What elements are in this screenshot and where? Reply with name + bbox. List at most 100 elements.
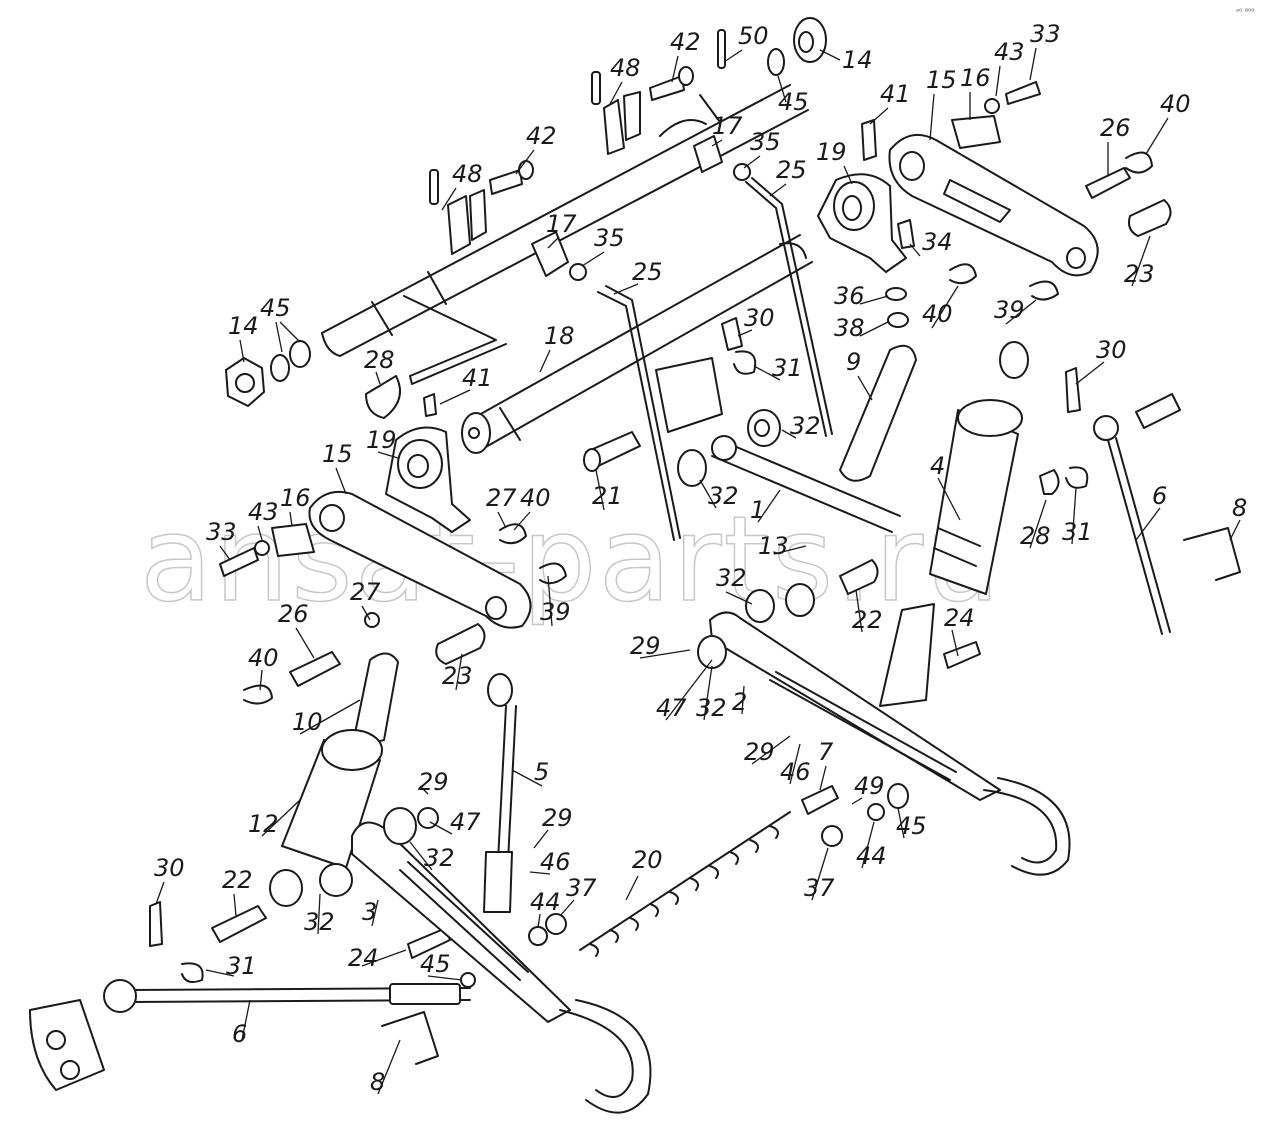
label-20: 20 bbox=[632, 846, 663, 874]
label-10: 10 bbox=[292, 708, 323, 736]
turnbuckle-5 bbox=[483, 673, 517, 913]
label-25-right: 25 bbox=[776, 156, 807, 184]
label-17-left: 17 bbox=[546, 210, 577, 238]
bracket-19-right bbox=[817, 173, 907, 273]
turnbuckle-6-right bbox=[1093, 393, 1181, 635]
label-16-left: 16 bbox=[280, 484, 311, 512]
label-43-left: 43 bbox=[248, 498, 279, 526]
washer-38 bbox=[887, 312, 909, 328]
clip-31-upper bbox=[733, 350, 757, 375]
pin-22-left bbox=[211, 905, 267, 943]
label-24-left: 24 bbox=[348, 944, 379, 972]
shaft-end-nut-14-left bbox=[225, 340, 311, 407]
label-36: 36 bbox=[834, 282, 865, 310]
label-28-right: 28 bbox=[1020, 522, 1051, 550]
label-39-left: 39 bbox=[540, 598, 571, 626]
label-37-left: 37 bbox=[566, 874, 597, 902]
label-29-d: 29 bbox=[542, 804, 573, 832]
pin-23-right bbox=[1128, 199, 1172, 237]
label-46-left: 46 bbox=[540, 848, 571, 876]
upper-cross-shaft bbox=[321, 84, 809, 357]
bolt-42-left bbox=[489, 160, 534, 195]
label-30-right: 30 bbox=[1096, 336, 1127, 364]
nut-37-right bbox=[821, 825, 843, 847]
label-50: 50 bbox=[738, 22, 769, 50]
label-48-left: 48 bbox=[452, 160, 483, 188]
bolt-42-right bbox=[649, 66, 694, 101]
label-26-left: 26 bbox=[278, 600, 309, 628]
label-29-c: 29 bbox=[418, 768, 449, 796]
link-30-upper bbox=[721, 317, 743, 351]
plate-16-right bbox=[951, 115, 1001, 149]
pin-7 bbox=[801, 785, 839, 815]
rod-8-right bbox=[1183, 527, 1241, 581]
cap-28-upper bbox=[365, 375, 401, 419]
rod-25-left bbox=[597, 285, 681, 541]
mount-plate-left bbox=[29, 999, 105, 1091]
label-6-left: 6 bbox=[232, 1020, 247, 1048]
label-1: 1 bbox=[750, 496, 765, 524]
nut-44-left bbox=[528, 926, 548, 946]
link-9 bbox=[839, 344, 917, 482]
hook-right bbox=[983, 777, 1071, 876]
pin-clamp-48-left bbox=[429, 169, 487, 255]
cap-28-right bbox=[1039, 469, 1060, 495]
label-21: 21 bbox=[592, 482, 623, 510]
mount-plate bbox=[655, 357, 723, 433]
label-22-right: 22 bbox=[852, 606, 883, 634]
label-40-a: 40 bbox=[520, 484, 551, 512]
label-49: 49 bbox=[854, 772, 885, 800]
link-30-right bbox=[1065, 367, 1081, 413]
label-29-b: 29 bbox=[744, 738, 775, 766]
label-45-c: 45 bbox=[420, 950, 451, 978]
bushing-32-lower-right bbox=[745, 583, 815, 623]
label-18: 18 bbox=[544, 322, 575, 350]
clip-39-left bbox=[539, 562, 567, 585]
label-42-left: 42 bbox=[526, 122, 557, 150]
label-16-right: 16 bbox=[960, 64, 991, 92]
part-labels: 1 2 3 4 5 6 6 7 8 8 9 10 12 13 14 14 15 … bbox=[154, 20, 1247, 1096]
washer-43-right bbox=[984, 98, 1000, 114]
label-31-right: 31 bbox=[1062, 518, 1093, 546]
label-8-right: 8 bbox=[1232, 494, 1247, 522]
washer-43-left bbox=[254, 540, 270, 556]
label-27-lower: 27 bbox=[350, 578, 381, 606]
label-33-right: 33 bbox=[1030, 20, 1061, 48]
link-30-left bbox=[149, 901, 163, 947]
clip-40-left bbox=[499, 523, 527, 545]
label-24-right: 24 bbox=[944, 604, 975, 632]
label-5: 5 bbox=[534, 758, 549, 786]
bolt-33-left bbox=[219, 547, 259, 577]
label-14-right: 14 bbox=[842, 46, 873, 74]
label-38: 38 bbox=[834, 314, 865, 342]
lift-arm-15-right bbox=[888, 133, 1099, 277]
washer-45-lower bbox=[460, 972, 476, 988]
bushing-32-upper bbox=[747, 409, 781, 447]
label-40-c: 40 bbox=[1160, 90, 1191, 118]
clip-40-mid bbox=[949, 263, 977, 285]
label-42-right: 42 bbox=[670, 28, 701, 56]
plate-16-left bbox=[271, 523, 315, 557]
label-8-left: 8 bbox=[370, 1068, 385, 1096]
label-44-left: 44 bbox=[530, 888, 561, 916]
label-6-right: 6 bbox=[1152, 482, 1167, 510]
label-40-b: 40 bbox=[922, 300, 953, 328]
bushing-47-right bbox=[697, 635, 727, 669]
corner-mark: ᵃ⁰ ⁸⁰⁰ bbox=[1236, 7, 1255, 16]
grease-fitting-41-left bbox=[423, 393, 437, 417]
washer-45-right bbox=[887, 783, 909, 809]
label-47-left: 47 bbox=[450, 808, 481, 836]
label-32-b: 32 bbox=[708, 482, 739, 510]
shaft-end-nut-14-right bbox=[767, 17, 827, 76]
turnbuckle-6-left bbox=[103, 979, 471, 1013]
lower-link-3 bbox=[351, 821, 571, 1023]
label-37-right: 37 bbox=[804, 874, 835, 902]
label-26-right: 26 bbox=[1100, 114, 1131, 142]
label-15-left: 15 bbox=[322, 440, 353, 468]
label-19-left: 19 bbox=[366, 426, 397, 454]
lever-arm bbox=[403, 295, 507, 385]
clip-40-lower bbox=[243, 684, 273, 705]
pin-26-right bbox=[1085, 167, 1131, 199]
label-30-left: 30 bbox=[154, 854, 185, 882]
